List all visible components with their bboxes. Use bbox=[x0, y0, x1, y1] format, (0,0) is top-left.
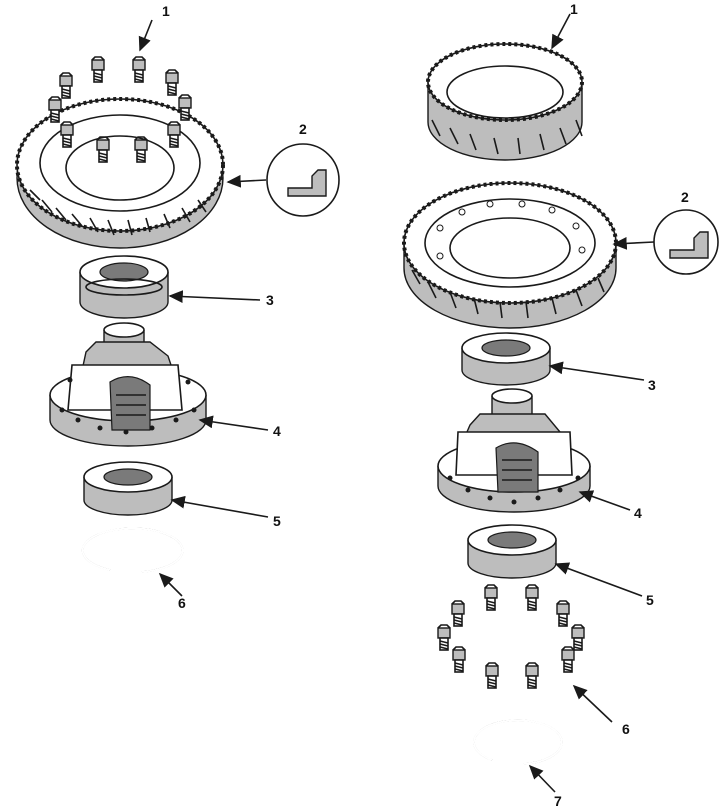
left-callout-2: 2 bbox=[299, 121, 307, 137]
right-lower-bearing bbox=[467, 524, 557, 579]
right-detail-symbol-icon bbox=[653, 209, 719, 275]
right-callout-6: 6 bbox=[622, 721, 630, 737]
left-detail-symbol-icon bbox=[266, 143, 340, 217]
left-callout-5: 5 bbox=[273, 513, 281, 529]
right-case-bolts bbox=[437, 584, 585, 689]
right-callout-3: 3 bbox=[648, 377, 656, 393]
right-upper-ring-gear bbox=[426, 42, 584, 161]
right-upper-bearing bbox=[461, 332, 551, 386]
right-callout-1: 1 bbox=[570, 1, 578, 17]
left-callout-1: 1 bbox=[162, 3, 170, 19]
left-callout-4: 4 bbox=[273, 423, 281, 439]
left-callout-6: 6 bbox=[178, 595, 186, 611]
right-callout-4: 4 bbox=[634, 505, 642, 521]
left-differential-case bbox=[49, 322, 207, 447]
left-upper-bearing bbox=[79, 255, 169, 319]
left-assembly: 1 2 3 4 5 6 bbox=[15, 3, 340, 611]
right-differential-case bbox=[437, 388, 591, 513]
left-ring-gear bbox=[15, 97, 225, 249]
right-callout-2: 2 bbox=[681, 189, 689, 205]
right-callout-5: 5 bbox=[646, 592, 654, 608]
right-snap-ring bbox=[472, 719, 563, 765]
right-callout-7: 7 bbox=[554, 793, 562, 809]
left-callout-3: 3 bbox=[266, 292, 274, 308]
left-lower-bearing bbox=[83, 461, 173, 516]
right-assembly: 1 2 3 4 5 6 7 bbox=[402, 1, 719, 809]
right-ring-gear bbox=[402, 181, 618, 329]
left-snap-ring bbox=[81, 527, 184, 573]
